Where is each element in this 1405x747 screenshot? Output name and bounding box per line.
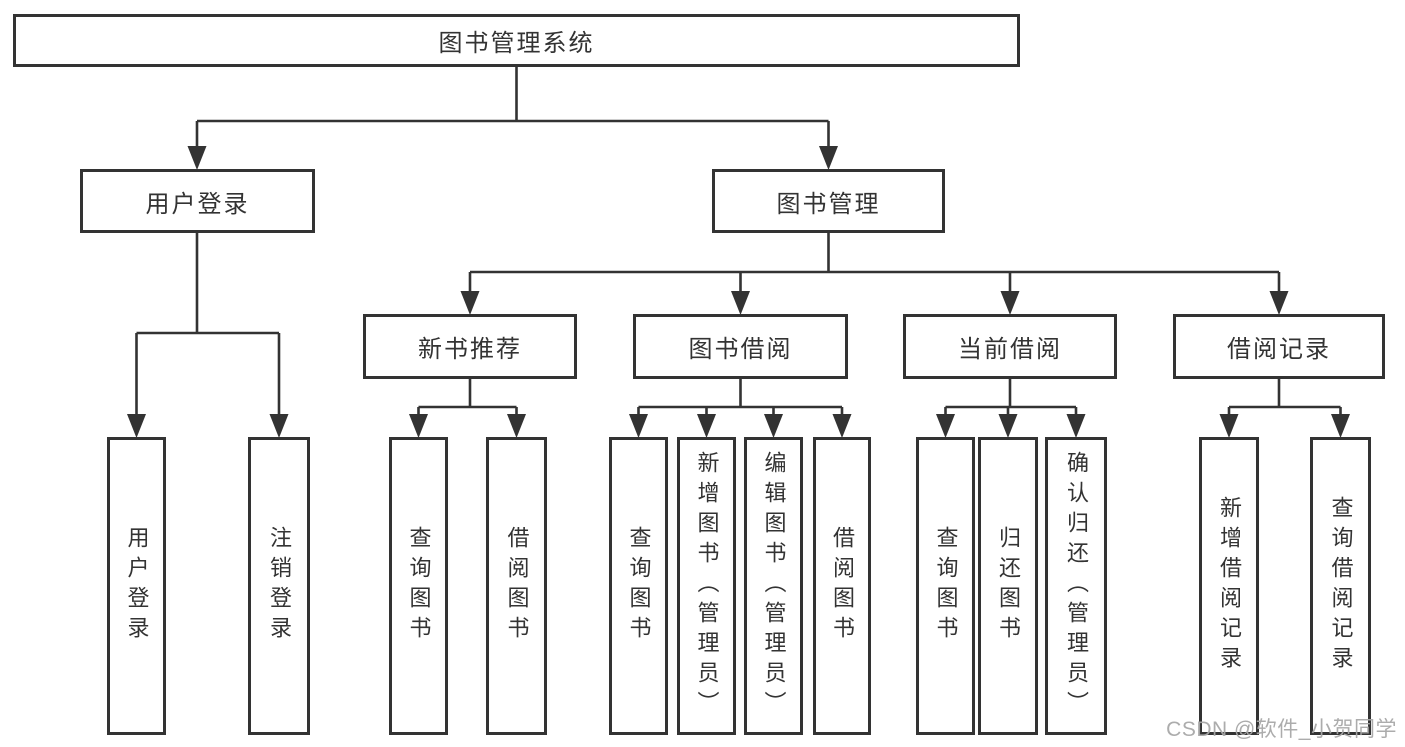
node-user-login: 用户登录 — [80, 169, 315, 233]
node-library-management-system: 图书管理系统 — [13, 14, 1020, 67]
arrow-icon — [1000, 291, 1020, 315]
arrow-icon — [269, 414, 289, 438]
leaf-label: 查询图书 — [626, 526, 652, 646]
leaf-logout: 注销登录 — [248, 437, 310, 735]
arrow-icon — [409, 414, 428, 438]
leaf-label: 用户登录 — [124, 526, 150, 646]
arrow-icon — [764, 414, 783, 438]
leaf-label: 查询借阅记录 — [1328, 496, 1354, 676]
leaf-borrow-books: 借阅图书 — [813, 437, 871, 735]
leaf-return-books: 归还图书 — [978, 437, 1038, 735]
leaf-confirm-return-admin: 确认归还（管理员） — [1045, 437, 1107, 735]
leaf-label: 归还图书 — [996, 526, 1021, 646]
leaf-add-borrow-record: 新增借阅记录 — [1199, 437, 1259, 735]
leaf-query-books: 查询图书 — [916, 437, 975, 735]
arrow-icon — [1219, 414, 1239, 438]
leaf-label: 新增借阅记录 — [1217, 496, 1242, 676]
node-book-management: 图书管理 — [712, 169, 945, 233]
leaf-label: 确认归还（管理员） — [1064, 451, 1089, 721]
leaf-label: 查询图书 — [933, 526, 959, 646]
leaf-label: 新增图书（管理员） — [694, 451, 720, 721]
arrow-icon — [819, 146, 838, 170]
leaf-edit-books-admin: 编辑图书（管理员） — [744, 437, 803, 735]
arrow-icon — [832, 414, 852, 438]
arrow-icon — [187, 146, 207, 170]
leaf-label: 编辑图书（管理员） — [761, 451, 787, 721]
arrow-icon — [629, 414, 648, 438]
arrow-icon — [1331, 414, 1350, 438]
leaf-label: 借阅图书 — [504, 526, 530, 646]
arrow-icon — [731, 291, 750, 315]
arrow-icon — [697, 414, 716, 438]
node-borrowing-records: 借阅记录 — [1173, 314, 1385, 379]
leaf-borrow-books: 借阅图书 — [486, 437, 547, 735]
node-new-book-recommendation: 新书推荐 — [363, 314, 577, 379]
arrow-icon — [1066, 414, 1086, 438]
arrow-icon — [127, 414, 146, 438]
csdn-watermark: CSDN @软件_小贺同学 — [1166, 718, 1397, 741]
arrow-icon — [936, 414, 955, 438]
node-current-borrowing: 当前借阅 — [903, 314, 1117, 379]
leaf-add-books-admin: 新增图书（管理员） — [677, 437, 736, 735]
arrow-icon — [998, 414, 1018, 438]
leaf-label: 借阅图书 — [830, 526, 855, 646]
connector-path — [135, 66, 1342, 419]
leaf-label: 注销登录 — [267, 526, 292, 646]
leaf-query-borrow-record: 查询借阅记录 — [1310, 437, 1371, 735]
leaf-user-login: 用户登录 — [107, 437, 166, 735]
leaf-label: 查询图书 — [406, 526, 432, 646]
node-book-borrowing: 图书借阅 — [633, 314, 848, 379]
leaf-query-books: 查询图书 — [609, 437, 668, 735]
leaf-query-books: 查询图书 — [389, 437, 448, 735]
arrow-icon — [460, 291, 480, 315]
arrow-icon — [507, 414, 526, 438]
arrow-icon — [1269, 291, 1289, 315]
